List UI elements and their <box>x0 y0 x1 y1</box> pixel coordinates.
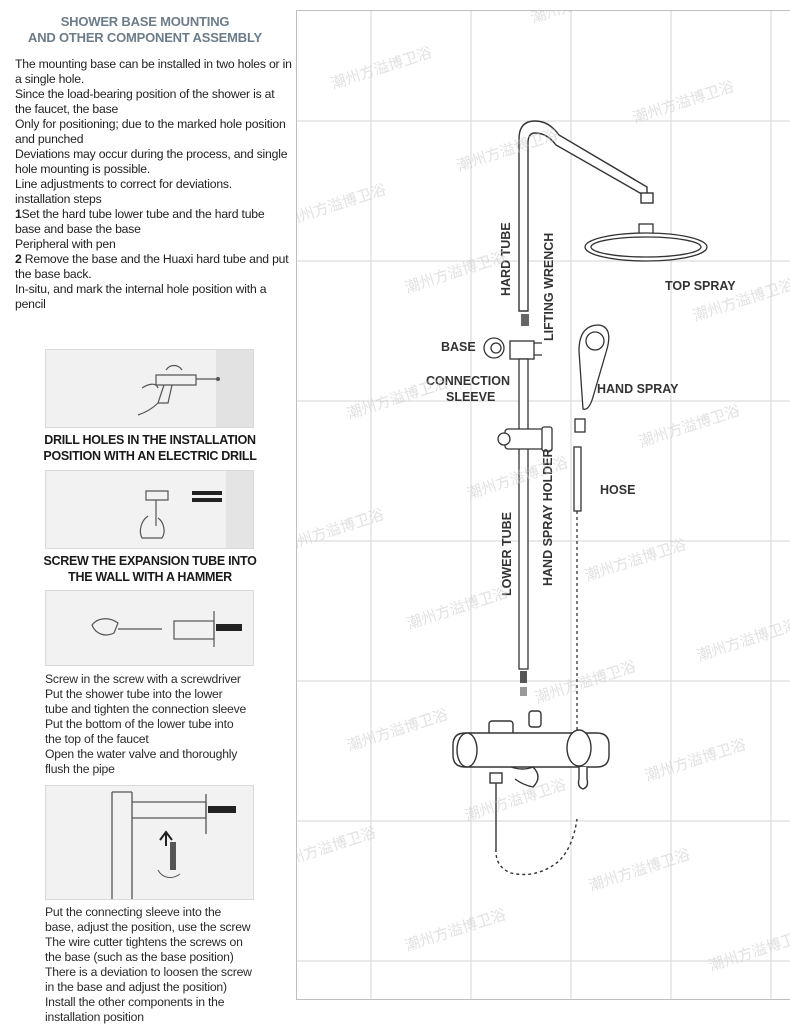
step-1: 1Set the hard tube lower tube and the ha… <box>15 207 293 237</box>
intro-line: installation steps <box>15 192 102 206</box>
top-spray-head <box>584 223 708 262</box>
base-fitting <box>483 337 542 360</box>
intro-line: Only for positioning; due to the marked … <box>15 117 286 146</box>
hard-tube <box>518 120 654 326</box>
step-line: the top of the faucet <box>45 732 149 746</box>
step-line: Open the water valve and thoroughly <box>45 747 238 761</box>
tile-grid <box>297 11 790 999</box>
watermark-text: 潮州方溢博卫浴 <box>637 401 742 451</box>
hand-spray <box>574 324 610 433</box>
watermark-text: 潮州方溢博卫浴 <box>297 823 378 873</box>
watermark-text: 潮州方溢博卫浴 <box>297 180 388 230</box>
watermark-text: 潮州方溢博卫浴 <box>583 535 688 585</box>
label-base: BASE <box>441 340 476 354</box>
watermark-text: 潮州方溢博卫浴 <box>329 43 434 93</box>
step-line: Put the shower tube into the lower <box>45 687 223 701</box>
step-line: Screw in the screw with a screwdriver <box>45 672 241 686</box>
label-top-spray: TOP SPRAY <box>665 279 736 293</box>
watermark-text: 潮州方溢博卫浴 <box>587 845 692 895</box>
label-hand-spray: HAND SPRAY <box>597 382 679 396</box>
step-line: installation position <box>45 1010 144 1024</box>
shower-diagram-svg: HARD TUBE LIFTING WRENCH TOP SPRAY BASE … <box>297 11 790 999</box>
watermark-text: 潮州方溢博卫浴 <box>455 125 560 175</box>
watermark-text: 潮州方溢博卫浴 <box>345 373 450 423</box>
hammer-caption-line-1: SCREW THE EXPANSION TUBE INTO <box>43 554 257 568</box>
hose <box>566 446 582 760</box>
step-1-continued: Peripheral with pen <box>15 237 116 251</box>
title-line-2: AND OTHER COMPONENT ASSEMBLY <box>28 30 262 45</box>
page-title: SHOWER BASE MOUNTING AND OTHER COMPONENT… <box>0 14 290 46</box>
label-lifting-wrench: LIFTING WRENCH <box>542 233 556 341</box>
step-line: tube and tighten the connection sleeve <box>45 702 247 716</box>
drill-caption-line-2: POSITION WITH AN ELECTRIC DRILL <box>43 449 257 463</box>
hammer-photo <box>45 470 254 549</box>
hammer-caption-line-2: THE WALL WITH A HAMMER <box>68 570 232 584</box>
step-line: Install the other components in the <box>45 995 225 1009</box>
watermark-text: 潮州方溢博卫浴 <box>631 77 736 127</box>
label-hose: HOSE <box>600 483 635 497</box>
step-line: The wire cutter tightens the screws on <box>45 935 243 949</box>
watermark-text: 潮州方溢博卫浴 <box>405 583 510 633</box>
label-hard-tube: HARD TUBE <box>499 222 513 296</box>
title-line-1: SHOWER BASE MOUNTING <box>60 14 230 29</box>
label-hand-spray-holder: HAND SPRAY HOLDER <box>541 448 555 586</box>
watermark-text: 潮州方溢博卫浴 <box>463 775 568 825</box>
watermark-text: 潮州方溢博卫浴 <box>529 11 634 27</box>
watermark-text: 潮州方溢博卫浴 <box>297 505 386 555</box>
base-assembly-photo <box>45 785 254 900</box>
intro-line: Since the load-bearing position of the s… <box>15 87 275 116</box>
hammer-illustration <box>46 471 253 548</box>
step-line: flush the pipe <box>45 762 115 776</box>
base-assembly-illustration <box>46 786 253 899</box>
shower-diagram: HARD TUBE LIFTING WRENCH TOP SPRAY BASE … <box>296 10 790 1000</box>
hand-spray-holder <box>497 426 553 452</box>
hammer-caption: SCREW THE EXPANSION TUBE INTO THE WALL W… <box>30 553 270 585</box>
watermark-text: 潮州方溢博卫浴 <box>707 925 790 975</box>
watermark-text: 潮州方溢博卫浴 <box>403 247 508 297</box>
intro-line: Line adjustments to correct for deviatio… <box>15 177 232 191</box>
step-line: in the base and adjust the position) <box>45 980 227 994</box>
step-2-number: 2 <box>15 252 22 266</box>
watermark-text: 潮州方溢博卫浴 <box>345 705 450 755</box>
label-sleeve: SLEEVE <box>446 390 495 404</box>
intro-line: The mounting base can be installed in tw… <box>15 57 292 86</box>
watermark-text: 潮州方溢博卫浴 <box>533 657 638 707</box>
step-1-number: 1 <box>15 207 22 221</box>
intro-line: Deviations may occur during the process,… <box>15 147 288 176</box>
step-2-text: Remove the base and the Huaxi hard tube … <box>15 252 289 281</box>
step-line: There is a deviation to loosen the screw <box>45 965 252 979</box>
drill-illustration <box>46 350 253 427</box>
lower-tube <box>518 358 529 696</box>
step-1-text: Set the hard tube lower tube and the har… <box>15 207 265 236</box>
drill-caption-line-1: DRILL HOLES IN THE INSTALLATION <box>44 433 256 447</box>
label-connection: CONNECTION <box>426 374 510 388</box>
watermark-text: 潮州方溢博卫浴 <box>643 735 748 785</box>
label-lower-tube: LOWER TUBE <box>500 512 514 596</box>
step-2-continued: In-situ, and mark the internal hole posi… <box>15 282 267 311</box>
step-line: Put the connecting sleeve into the <box>45 905 222 919</box>
screwdriver-photo <box>45 590 254 666</box>
intro-text: The mounting base can be installed in tw… <box>15 57 293 312</box>
watermark-text: 潮州方溢博卫浴 <box>403 905 508 955</box>
drill-caption: DRILL HOLES IN THE INSTALLATION POSITION… <box>30 432 270 464</box>
step-line: Put the bottom of the lower tube into <box>45 717 234 731</box>
watermark-text: 潮州方溢博卫浴 <box>695 615 790 665</box>
faucet-body <box>452 710 610 876</box>
screwdriver-illustration <box>46 591 253 665</box>
step-line: base, adjust the position, use the screw <box>45 920 251 934</box>
steps-base: Put the connecting sleeve into the base,… <box>45 905 275 1025</box>
steps-screwdriver: Screw in the screw with a screwdriver Pu… <box>45 672 275 777</box>
step-line: the base (such as the base position) <box>45 950 234 964</box>
drill-photo <box>45 349 254 428</box>
step-2: 2 Remove the base and the Huaxi hard tub… <box>15 252 293 282</box>
